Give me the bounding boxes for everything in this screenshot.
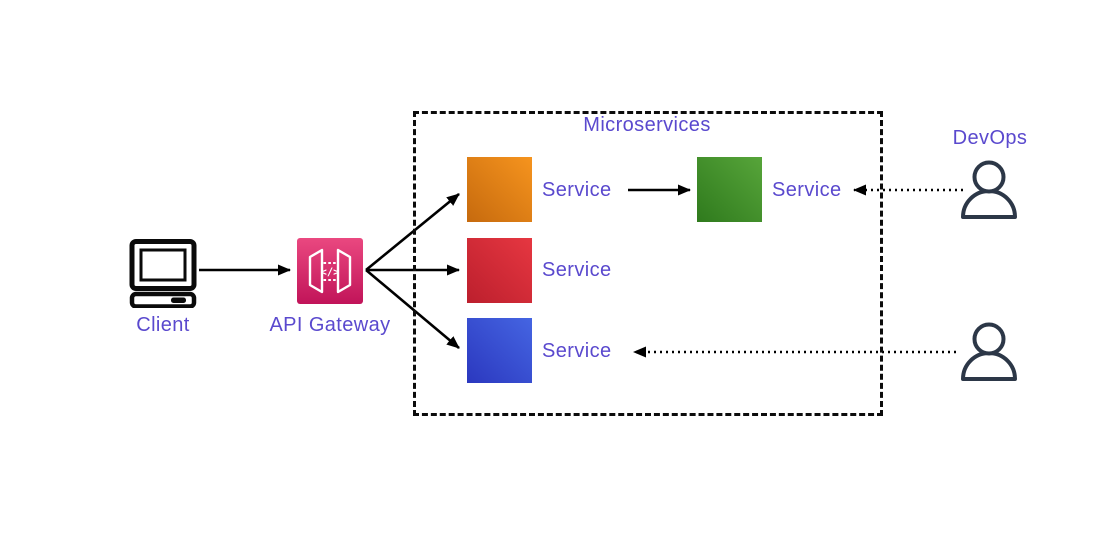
service-green-label: Service — [772, 179, 842, 201]
client-computer-icon — [128, 238, 198, 308]
code-brackets-glyph: </> — [321, 267, 340, 279]
microservices-group-box — [413, 111, 883, 416]
service-orange-label: Service — [542, 179, 612, 201]
api-gateway-icon: </> — [297, 238, 363, 304]
microservices-group-title: Microservices — [583, 114, 711, 136]
devops-person-bottom-icon — [958, 322, 1020, 382]
service-blue-box — [467, 318, 532, 383]
devops-label: DevOps — [952, 127, 1028, 149]
service-red-box — [467, 238, 532, 303]
client-label: Client — [136, 314, 190, 336]
service-green-box — [697, 157, 762, 222]
service-orange-box — [467, 157, 532, 222]
api-gateway-label: API Gateway — [269, 314, 391, 336]
devops-person-top-icon — [958, 160, 1020, 220]
service-blue-label: Service — [542, 340, 612, 362]
service-red-label: Service — [542, 259, 612, 281]
